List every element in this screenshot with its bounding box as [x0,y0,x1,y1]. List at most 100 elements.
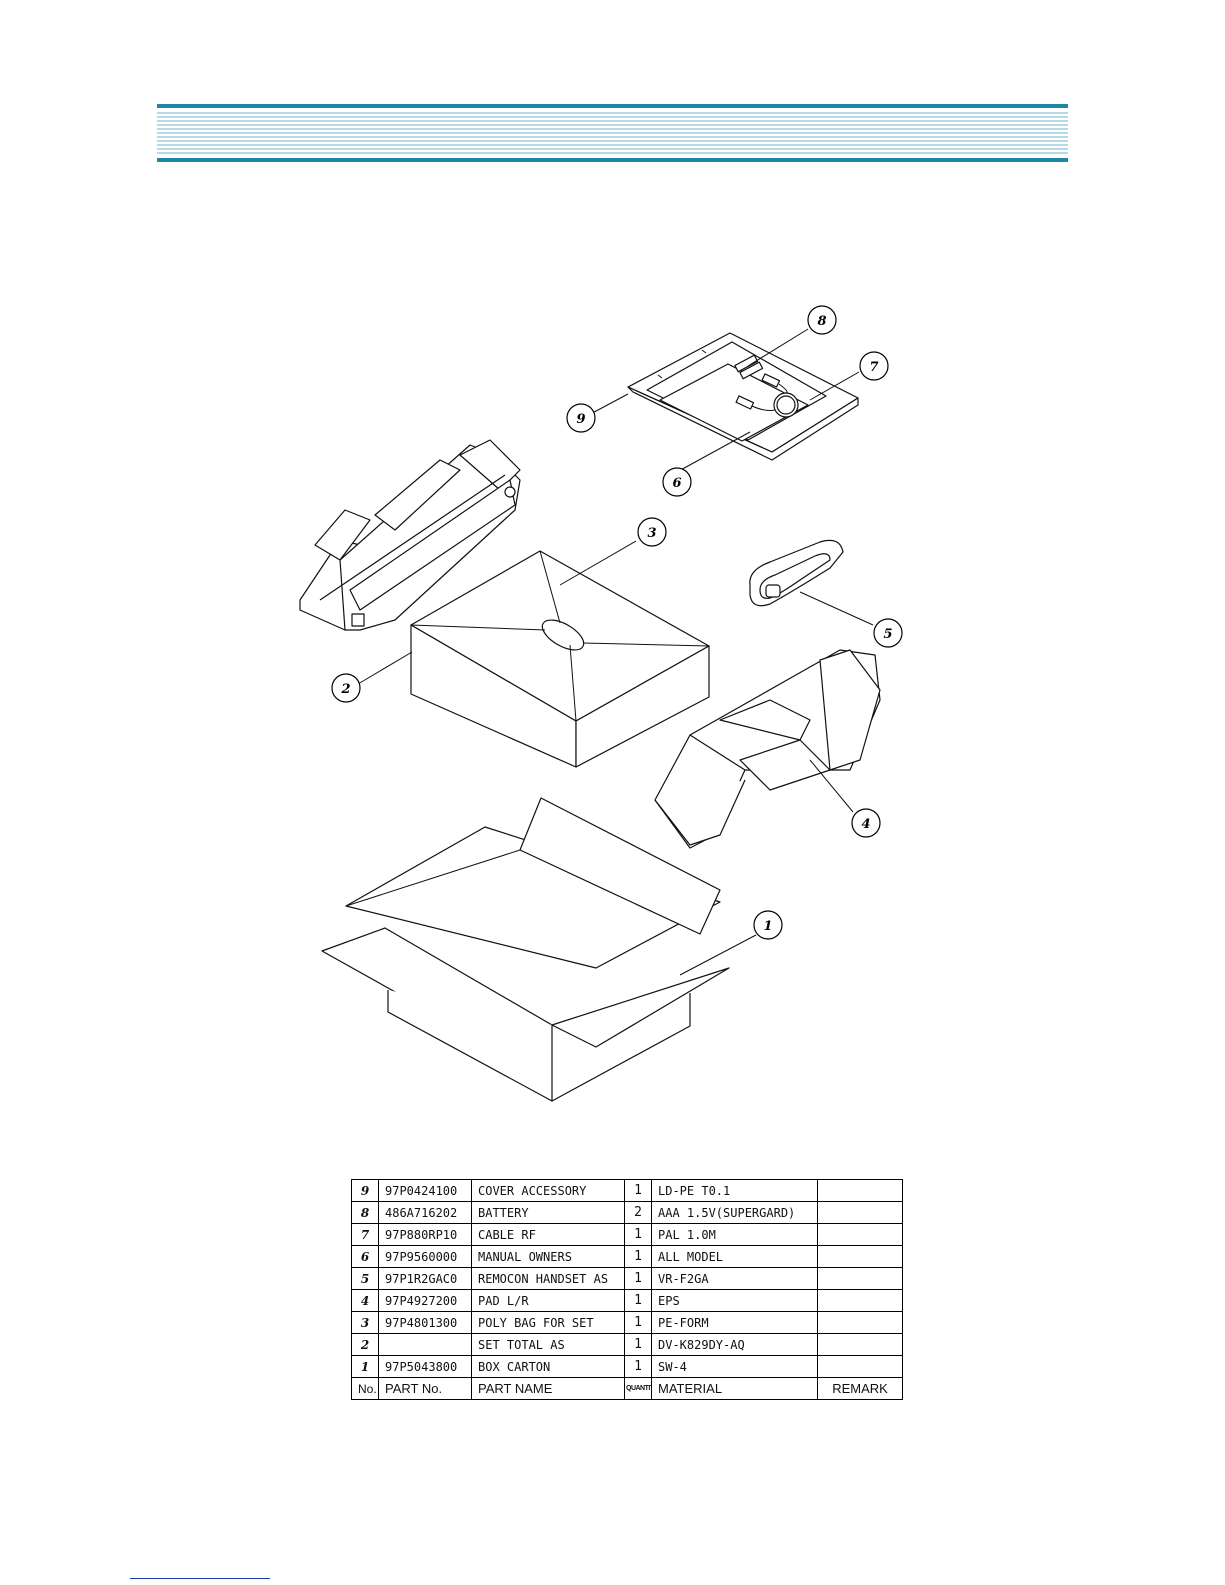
svg-text:6: 6 [672,476,681,491]
row-material: ALL MODEL [651,1245,818,1268]
row-no: 3 [351,1311,379,1334]
table-row: 2 SET TOTAL AS 1 DV-K829DY-AQ [351,1333,903,1356]
packing-exploded-diagram: 1 2 3 4 5 6 7 8 9 [299,305,903,1102]
row-no: 1 [351,1355,379,1378]
row-no: 8 [351,1201,379,1224]
callout-9: 9 [566,403,596,433]
header-material: MATERIAL [651,1377,818,1400]
row-part-name: SET TOTAL AS [471,1333,625,1356]
row-part-name: MANUAL OWNERS [471,1245,625,1268]
row-remark [817,1355,903,1378]
row-qty: 1 [624,1245,652,1268]
row-part-name: CABLE RF [471,1223,625,1246]
row-material: LD-PE T0.1 [651,1179,818,1202]
row-part-name: COVER ACCESSORY [471,1179,625,1202]
header-remark: REMARK [817,1377,903,1400]
row-qty: 2 [624,1201,652,1224]
row-remark [817,1245,903,1268]
row-part-no: 97P1R2GAC0 [378,1267,472,1290]
row-material: SW-4 [651,1355,818,1378]
callout-8: 8 [807,305,837,335]
row-qty: 1 [624,1333,652,1356]
table-row: 4 97P4927200 PAD L/R 1 EPS [351,1289,903,1312]
row-remark [817,1289,903,1312]
header-no: No. [351,1377,379,1400]
row-part-no: 486A716202 [378,1201,472,1224]
row-material: VR-F2GA [651,1267,818,1290]
row-no: 2 [351,1333,379,1356]
row-part-no: 97P4927200 [378,1289,472,1312]
callout-2: 2 [331,673,361,703]
pad-right-drawing [654,649,881,849]
row-remark [817,1333,903,1356]
row-no: 6 [351,1245,379,1268]
row-no: 7 [351,1223,379,1246]
row-material: AAA 1.5V(SUPERGARD) [651,1201,818,1224]
svg-text:2: 2 [340,682,350,697]
manual-owners-drawing [659,363,809,442]
callout-4: 4 [851,808,881,838]
row-remark [817,1201,903,1224]
svg-text:1: 1 [763,919,772,934]
callout-5: 5 [873,618,903,648]
row-part-no [378,1333,472,1356]
row-qty: 1 [624,1311,652,1334]
callout-3: 3 [637,517,667,547]
row-part-no: 97P4801300 [378,1311,472,1334]
table-row: 3 97P4801300 POLY BAG FOR SET 1 PE-FORM [351,1311,903,1334]
header-band [157,104,1068,162]
row-part-name: PAD L/R [471,1289,625,1312]
callout-6: 6 [662,467,692,497]
pad-left-drawing [299,439,521,631]
row-part-no: 97P9560000 [378,1245,472,1268]
footer-link-underline[interactable] [130,1578,270,1579]
box-carton-drawing [321,797,730,1102]
table-header-row: No. PART No. PART NAME QUANTITY MATERIAL… [351,1377,903,1400]
row-remark [817,1267,903,1290]
row-part-no: 97P5043800 [378,1355,472,1378]
row-qty: 1 [624,1223,652,1246]
callout-7: 7 [859,351,889,381]
remocon-handset-drawing [749,539,844,607]
table-row: 8 486A716202 BATTERY 2 AAA 1.5V(SUPERGAR… [351,1201,903,1224]
svg-text:8: 8 [817,314,826,329]
row-material: PAL 1.0M [651,1223,818,1246]
battery-drawing [734,354,764,380]
row-no: 4 [351,1289,379,1312]
cable-rf-drawing [735,373,799,418]
row-qty: 1 [624,1355,652,1378]
row-part-name: REMOCON HANDSET AS [471,1267,625,1290]
row-material: DV-K829DY-AQ [651,1333,818,1356]
row-part-name: BATTERY [471,1201,625,1224]
row-remark [817,1311,903,1334]
row-part-no: 97P0424100 [378,1179,472,1202]
row-qty: 1 [624,1289,652,1312]
header-part-no: PART No. [378,1377,472,1400]
svg-text:3: 3 [647,526,656,541]
parts-list-table: 9 97P0424100 COVER ACCESSORY 1 LD-PE T0.… [351,1179,903,1400]
table-row: 7 97P880RP10 CABLE RF 1 PAL 1.0M [351,1223,903,1246]
set-total-drawing [410,550,710,768]
row-qty: 1 [624,1179,652,1202]
row-part-name: POLY BAG FOR SET [471,1311,625,1334]
row-material: PE-FORM [651,1311,818,1334]
row-remark [817,1179,903,1202]
callout-1: 1 [753,910,783,940]
table-row: 5 97P1R2GAC0 REMOCON HANDSET AS 1 VR-F2G… [351,1267,903,1290]
row-remark [817,1223,903,1246]
row-part-name: BOX CARTON [471,1355,625,1378]
svg-text:7: 7 [869,360,878,375]
row-qty: 1 [624,1267,652,1290]
table-row: 6 97P9560000 MANUAL OWNERS 1 ALL MODEL [351,1245,903,1268]
table-row: 1 97P5043800 BOX CARTON 1 SW-4 [351,1355,903,1378]
row-part-no: 97P880RP10 [378,1223,472,1246]
svg-text:5: 5 [883,627,892,642]
header-part-name: PART NAME [471,1377,625,1400]
svg-text:9: 9 [576,412,585,427]
row-no: 9 [351,1179,379,1202]
svg-text:4: 4 [861,817,870,832]
row-material: EPS [651,1289,818,1312]
header-quantity: QUANTITY [624,1377,652,1400]
table-row: 9 97P0424100 COVER ACCESSORY 1 LD-PE T0.… [351,1179,903,1202]
row-no: 5 [351,1267,379,1290]
